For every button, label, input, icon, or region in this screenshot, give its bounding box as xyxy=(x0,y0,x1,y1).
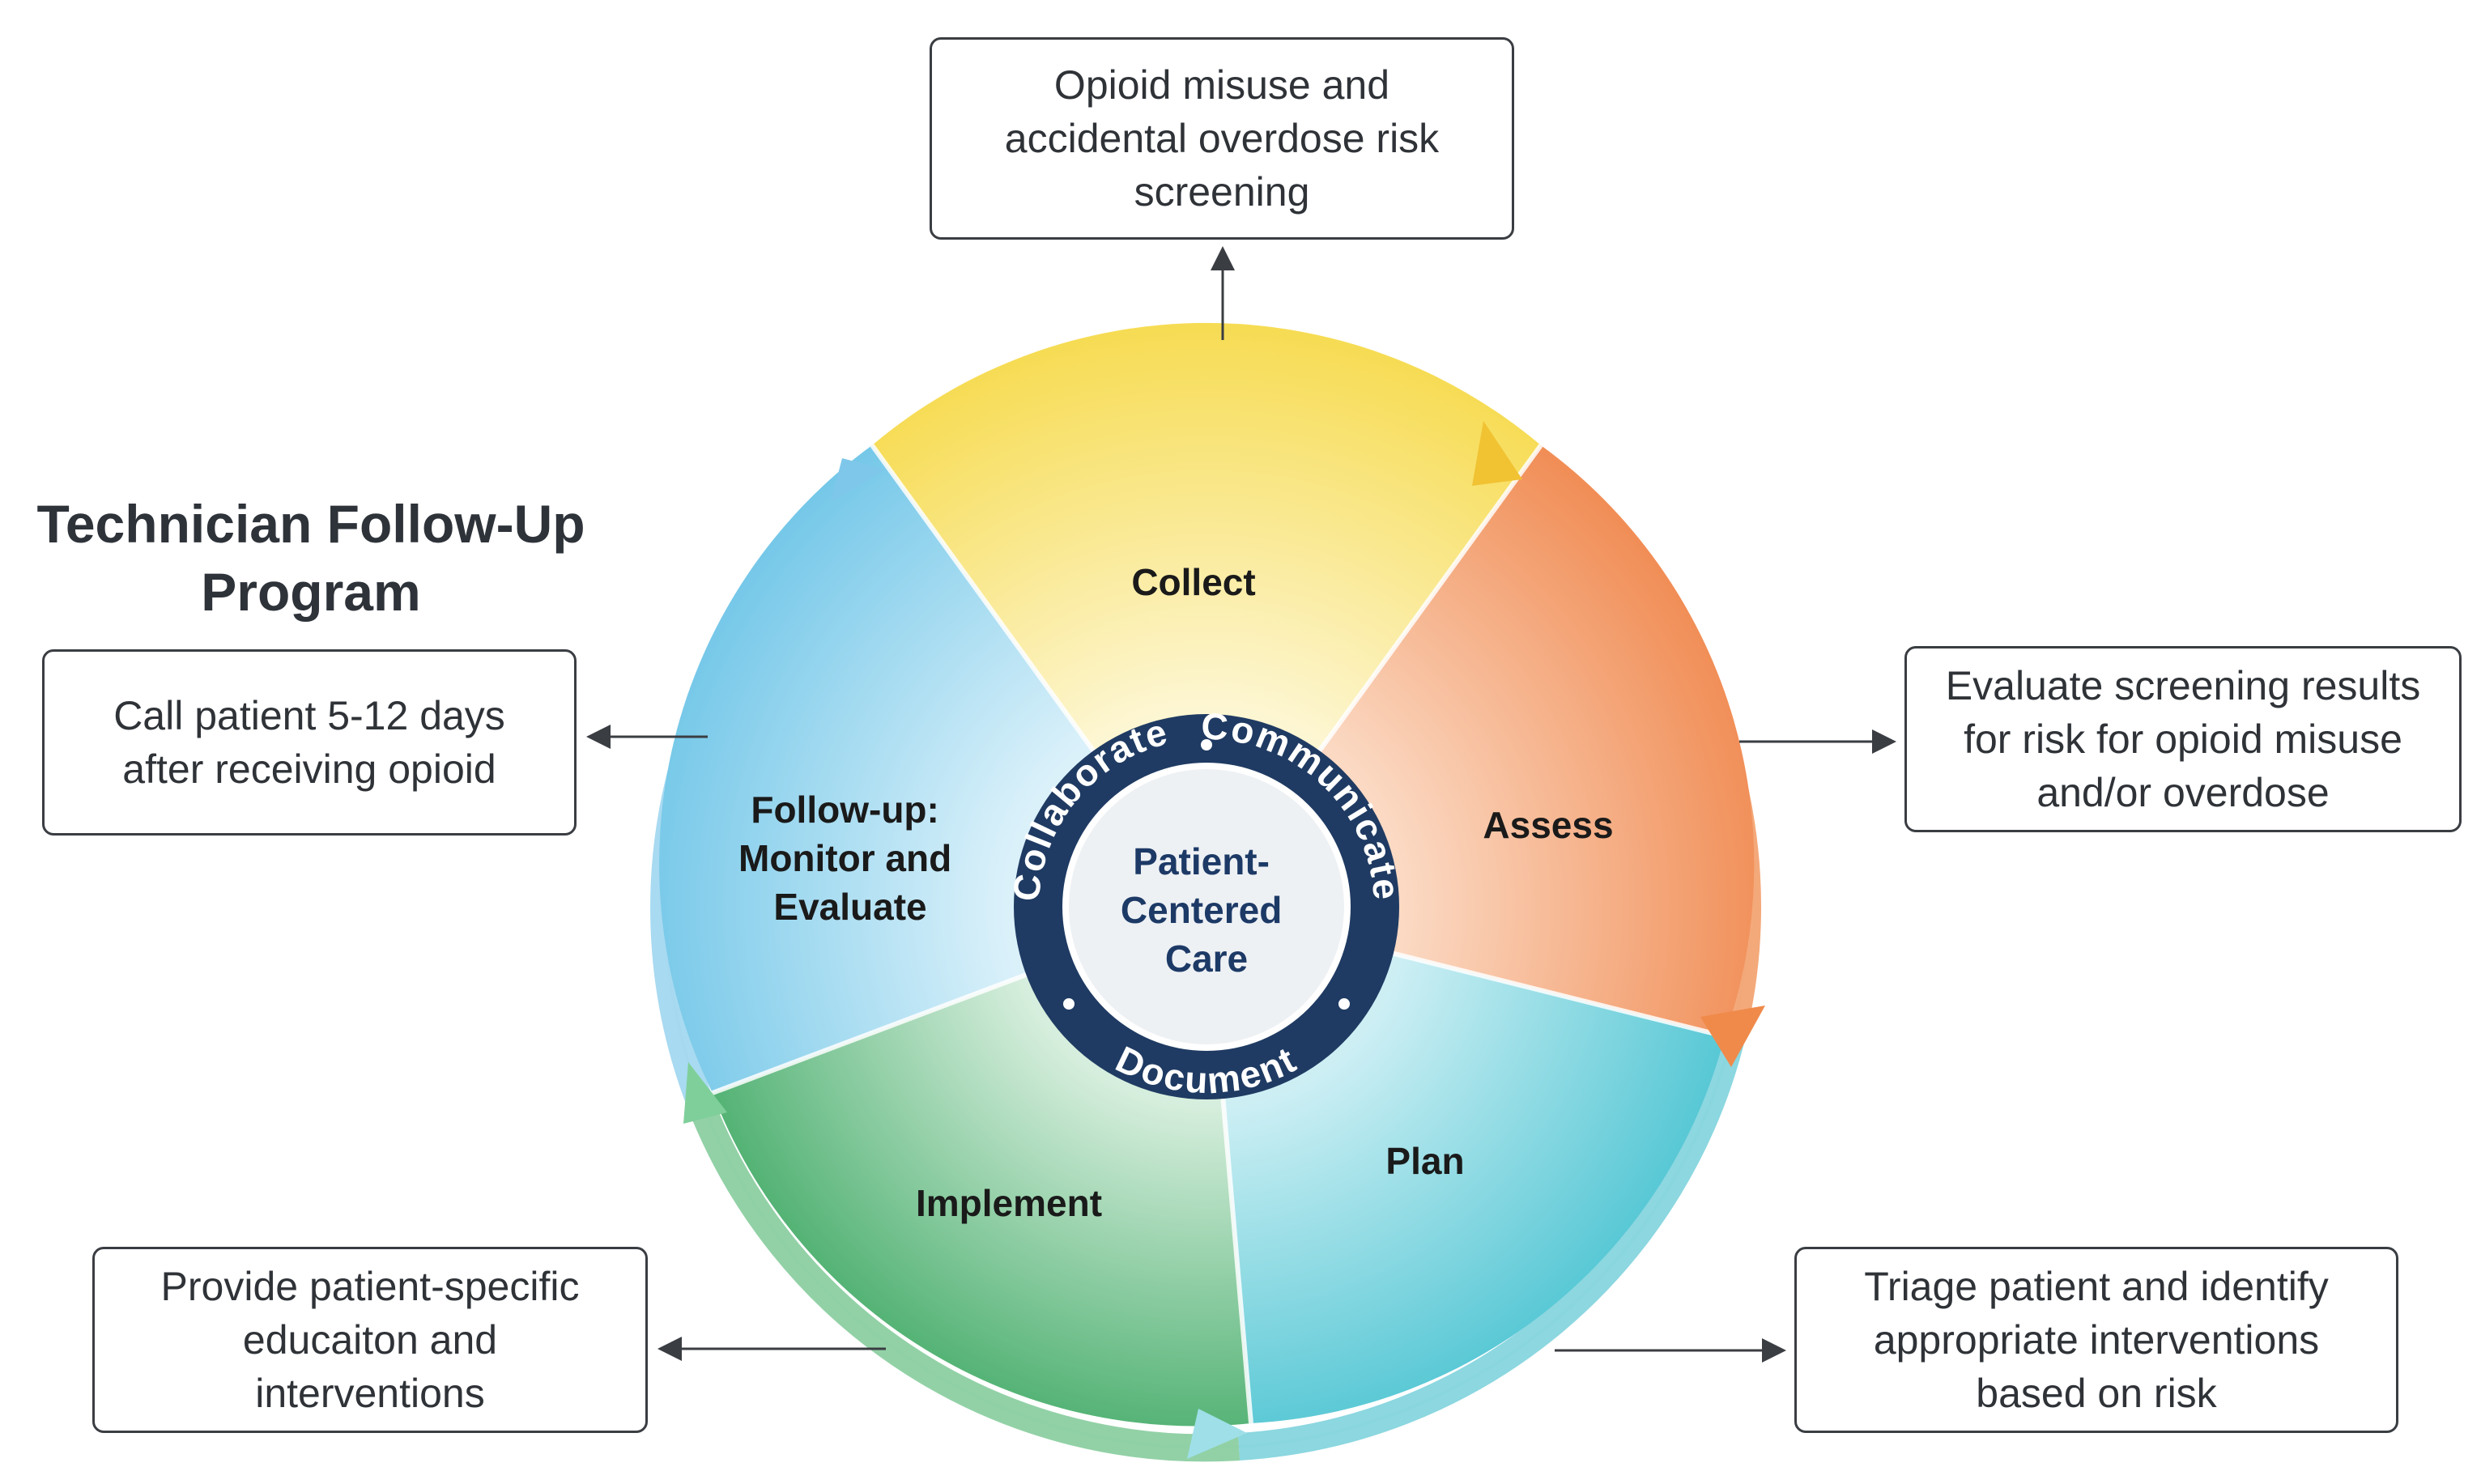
segment-label-plan: Plan xyxy=(1385,1140,1464,1182)
arrowhead-to-followup xyxy=(683,1062,727,1124)
program-title-line-1: Technician Follow-Up xyxy=(36,494,585,554)
program-title-line-2: Program xyxy=(201,562,421,622)
segment-label-implement: Implement xyxy=(916,1182,1102,1224)
box-screening-line-2: accidental overdose risk xyxy=(1004,116,1440,161)
connector-arrows xyxy=(586,246,1896,1363)
segment-label-collect: Collect xyxy=(1131,561,1255,603)
segment-label-followup: Follow-up: Monitor and Evaluate xyxy=(738,789,962,928)
box-evaluate-results-line-2: for risk for opioid misuse xyxy=(1964,716,2402,762)
box-evaluate-results-line-1: Evaluate screening results xyxy=(1945,663,2421,708)
program-title: Technician Follow-Up Program xyxy=(11,490,611,626)
box-triage-patient: Triage patient and identify appropriate … xyxy=(1794,1247,2398,1433)
arrowhead-to-implement xyxy=(1187,1409,1247,1459)
box-call-patient-line-1: Call patient 5-12 days xyxy=(113,693,505,738)
center-disc xyxy=(1069,769,1344,1044)
ring-separator-dots xyxy=(1063,739,1350,1010)
box-evaluate-results: Evaluate screening results for risk for … xyxy=(1904,646,2462,832)
arrowhead-to-assess xyxy=(1472,421,1522,486)
box-screening-line-1: Opioid misuse and xyxy=(1053,62,1390,108)
arrowhead-to-collect xyxy=(831,458,886,502)
box-screening: Opioid misuse and accidental overdose ri… xyxy=(930,37,1514,240)
box-provide-education-line-2: educaiton and xyxy=(242,1317,498,1363)
segment-label-assess: Assess xyxy=(1483,804,1613,846)
box-evaluate-results-line-3: and/or overdose xyxy=(2036,770,2330,815)
box-provide-education: Provide patient-specific educaiton and i… xyxy=(92,1247,648,1433)
center-label: Patient- Centered Care xyxy=(1121,840,1292,980)
segment-collect xyxy=(872,322,1541,907)
box-screening-line-3: screening xyxy=(1134,169,1310,215)
box-call-patient: Call patient 5-12 days after receiving o… xyxy=(42,649,577,836)
ring-arc-implement xyxy=(687,1095,1240,1462)
cycle-arrowheads xyxy=(683,421,1765,1459)
box-call-patient-line-2: after receiving opioid xyxy=(122,746,496,792)
arrowhead-to-plan xyxy=(1700,1006,1765,1067)
ring-arc-plan xyxy=(1237,1028,1747,1461)
box-triage-patient-line-1: Triage patient and identify xyxy=(1864,1264,2329,1309)
box-triage-patient-line-3: based on risk xyxy=(1976,1371,2217,1416)
box-provide-education-line-3: interventions xyxy=(255,1371,485,1416)
box-provide-education-line-1: Provide patient-specific xyxy=(160,1264,580,1309)
box-triage-patient-line-2: appropriate interventions xyxy=(1873,1317,2320,1363)
